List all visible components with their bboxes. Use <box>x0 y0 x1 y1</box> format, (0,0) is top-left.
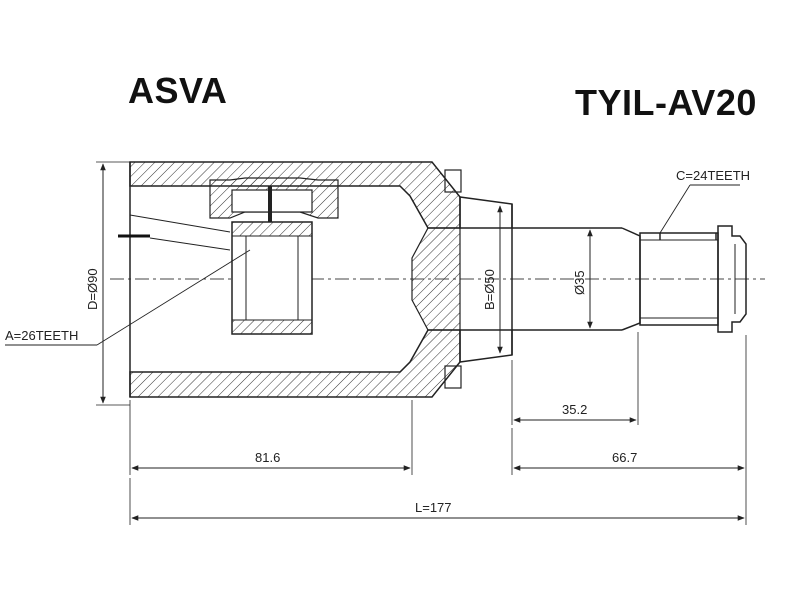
label-housing-diameter: D=Ø90 <box>85 268 100 310</box>
label-outer-spline: C=24TEETH <box>676 168 750 183</box>
inner-spline-hub <box>231 221 313 335</box>
label-shaft-length: 66.7 <box>612 450 637 465</box>
label-housing-length: 81.6 <box>255 450 280 465</box>
label-flange-diameter: B=Ø50 <box>482 269 497 310</box>
part-number: TYIL-AV20 <box>575 82 757 123</box>
dim-total-length <box>129 478 745 525</box>
output-shaft <box>459 196 747 363</box>
brand-title: ASVA <box>128 70 228 111</box>
dim-housing-diameter <box>96 161 130 406</box>
dim-shaft-length <box>511 335 747 525</box>
label-shaft-short-length: 35.2 <box>562 402 587 417</box>
label-shaft-diameter: Ø35 <box>572 270 587 295</box>
label-total-length: L=177 <box>415 500 452 515</box>
dim-shaft-short-length <box>511 332 639 425</box>
label-inner-spline: A=26TEETH <box>5 328 78 343</box>
leader-inner-spline <box>5 249 251 346</box>
housing-section <box>118 161 462 398</box>
leader-outer-spline <box>659 184 740 234</box>
dim-housing-length <box>129 400 413 475</box>
tripod-roller <box>209 177 339 230</box>
